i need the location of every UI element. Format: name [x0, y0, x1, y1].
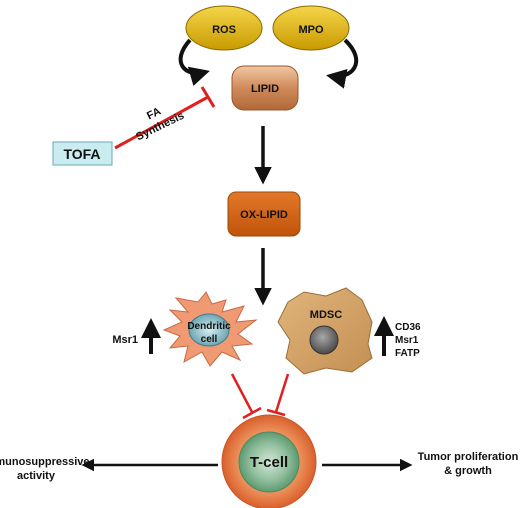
dc-marker-label: Msr1 [112, 334, 138, 346]
ros-to-lipid-curved-arrow [178, 38, 210, 86]
ox-lipid-node: OX-LIPID [227, 191, 301, 237]
t-cell: T-cell [221, 414, 317, 508]
mdsc-to-tcell-inhibition-line [274, 373, 290, 413]
mpo-to-lipid-curved-arrow [326, 38, 359, 89]
mdsc-marker-cd36: CD36 [395, 322, 421, 333]
dendritic-cell-nucleus [188, 313, 230, 347]
dendritic-cell: Dendritic cell [162, 291, 258, 367]
mpo-label: MPO [298, 24, 324, 36]
mdsc-nucleus [309, 325, 339, 355]
ox-lipid-label: OX-LIPID [240, 209, 288, 221]
t-cell-label: T-cell [250, 454, 288, 471]
lipid-node: LIPID [231, 65, 299, 111]
mdsc-label: MDSC [310, 309, 342, 321]
outcome-left-line1: Immunosuppressive [0, 456, 89, 468]
outcome-right-line2: & growth [444, 465, 492, 477]
ros-node: ROS [185, 5, 263, 51]
mdsc-marker-msr1: Msr1 [395, 335, 419, 346]
mdsc-marker-fatp: FATP [395, 348, 420, 359]
mdsc-to-tcell-inhibition-bar [266, 408, 286, 417]
tofa-node: TOFA [52, 141, 113, 166]
tofa-label: TOFA [63, 146, 100, 162]
fa-synthesis-inhibition-bar [200, 86, 216, 108]
mpo-node: MPO [272, 5, 350, 51]
fa-synthesis-inhibition-line [114, 95, 209, 150]
dendritic-label-line1: Dendritic [187, 321, 231, 332]
mdsc-cell: MDSC [277, 287, 373, 375]
dendritic-label-line2: cell [201, 334, 218, 345]
lipid-label: LIPID [251, 83, 279, 95]
outcome-left-line2: activity [17, 470, 56, 482]
outcome-right-line1: Tumor proliferation [418, 451, 519, 463]
dc-to-tcell-inhibition-bar [242, 406, 262, 420]
t-cell-inner [238, 431, 300, 493]
fa-label-line1: FA [145, 105, 163, 122]
ros-label: ROS [212, 24, 236, 36]
fa-synthesis-label: FA Synthesis [134, 105, 186, 143]
dc-to-tcell-inhibition-line [230, 373, 254, 413]
